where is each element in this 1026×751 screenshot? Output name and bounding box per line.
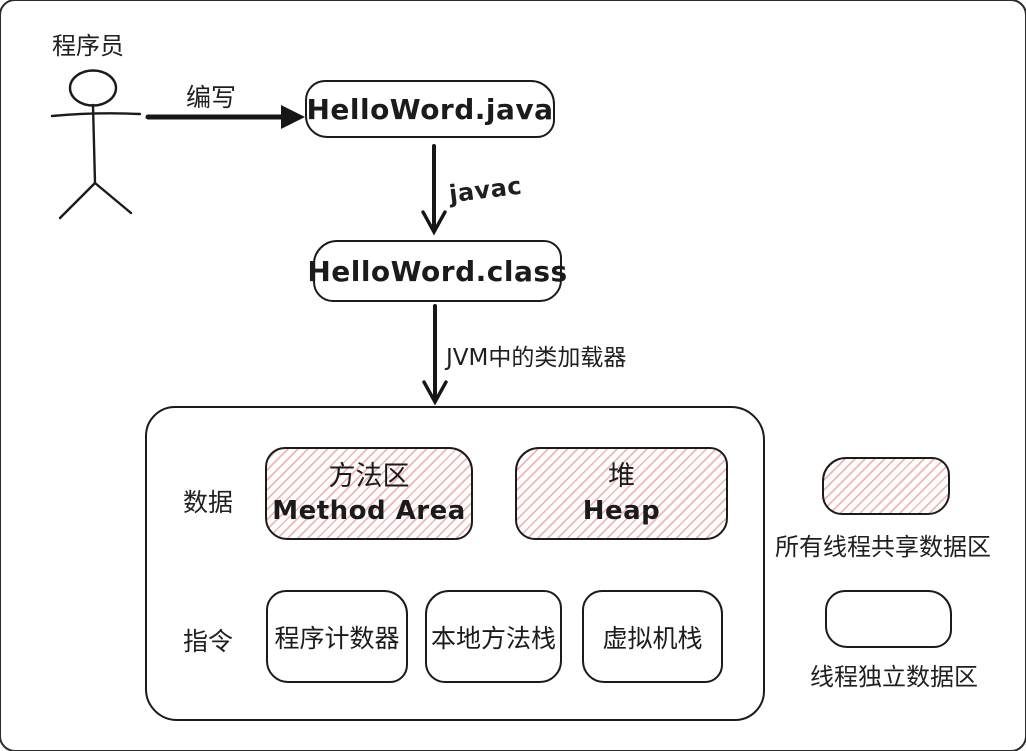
legend-shared-label: 所有线程共享数据区 [775, 533, 991, 561]
class-file-node: HelloWord.class [307, 240, 567, 302]
legend-independent-label: 线程独立数据区 [810, 663, 978, 691]
java-file-node: HelloWord.java [305, 80, 555, 138]
jvm-runtime-container [145, 406, 765, 721]
programmer-stick-figure-icon [50, 69, 142, 220]
method-area-label-zh: 方法区 [328, 461, 410, 493]
native-method-stack-label: 本地方法栈 [430, 623, 556, 653]
classloader-arrow-label: JVM中的类加载器 [446, 345, 627, 371]
data-row-label: 数据 [183, 488, 234, 517]
program-counter-node: 程序计数器 [266, 590, 408, 683]
class-file-label: HelloWord.class [307, 254, 568, 288]
classloader-arrow [422, 304, 448, 406]
heap-label-zh: 堆 [608, 461, 635, 493]
vm-stack-node: 虚拟机栈 [582, 590, 723, 683]
legend-independent-swatch [825, 590, 952, 648]
java-file-label: HelloWord.java [306, 92, 554, 126]
method-area-node: 方法区 Method Area [265, 447, 473, 540]
javac-arrow-label: javac [447, 171, 524, 209]
native-method-stack-node: 本地方法栈 [425, 590, 562, 683]
heap-label-en: Heap [582, 496, 661, 527]
instruction-row-label: 指令 [183, 627, 234, 656]
javac-arrow [421, 144, 447, 236]
program-counter-label: 程序计数器 [274, 623, 400, 653]
legend-shared-swatch [822, 457, 950, 515]
vm-stack-label: 虚拟机栈 [602, 623, 703, 653]
method-area-label-en: Method Area [272, 496, 466, 527]
heap-node: 堆 Heap [515, 447, 728, 540]
write-arrow-label: 编写 [186, 83, 237, 112]
programmer-label: 程序员 [52, 32, 124, 60]
